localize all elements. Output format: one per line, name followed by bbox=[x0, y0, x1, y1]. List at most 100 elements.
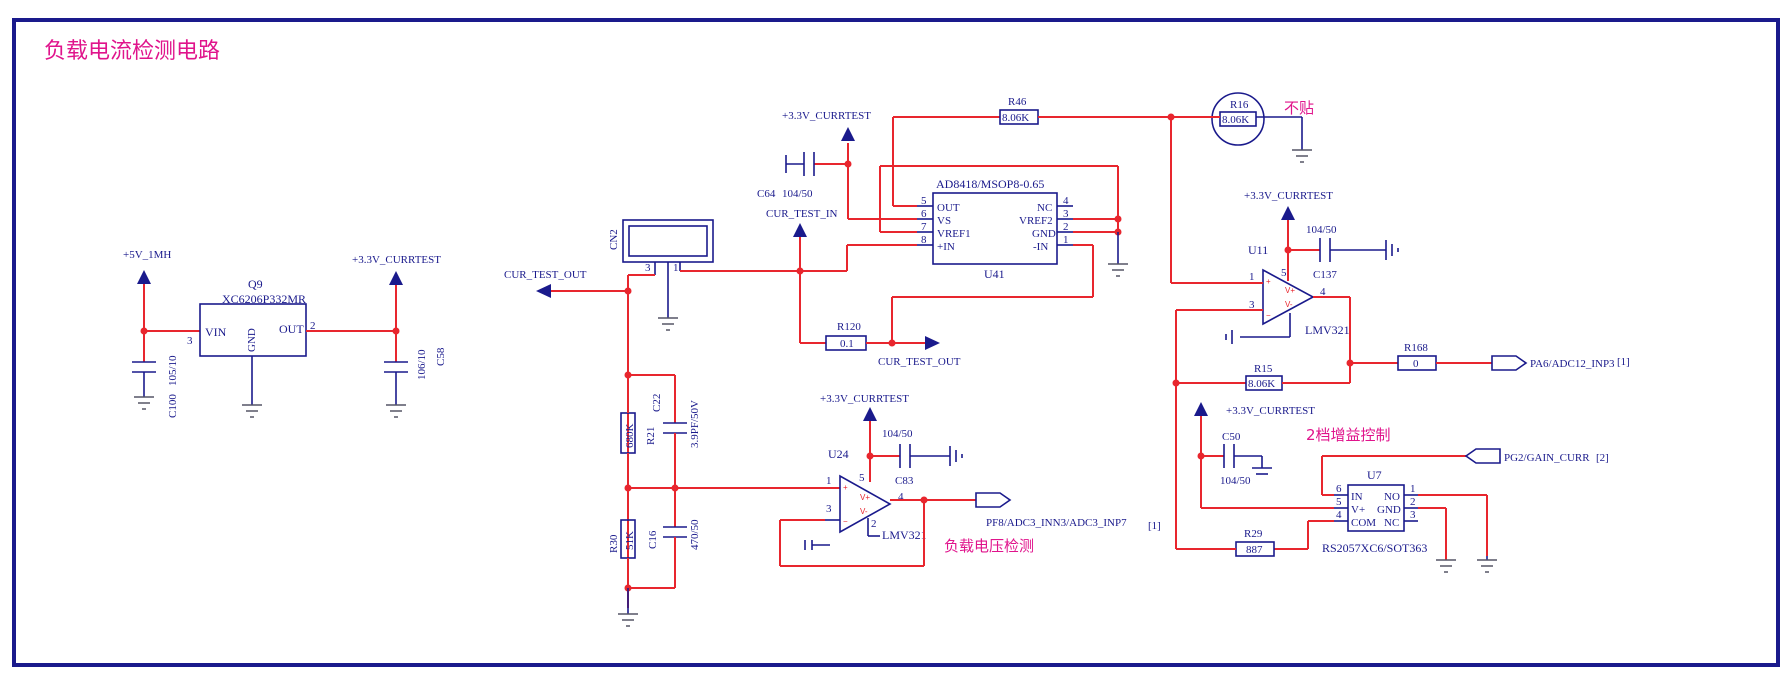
svg-text:−: − bbox=[843, 517, 848, 526]
u41-body bbox=[932, 192, 1058, 265]
svg-text:−: − bbox=[1266, 311, 1271, 320]
u7-pin-in: IN bbox=[1351, 491, 1363, 503]
pf8-ref: [1] bbox=[1148, 520, 1161, 532]
u7-block: 2档增益控制 +3.3V_CURRTEST C50 104/50 U7 RS20… bbox=[1176, 402, 1609, 573]
u11-block: + − V+ V- U11 LMV321 1 3 4 5 +3.3V_CURRT… bbox=[1170, 117, 1630, 549]
u11-body bbox=[1262, 268, 1315, 326]
c100-value: 105/10 bbox=[167, 355, 179, 386]
u7-pin-no: NO bbox=[1384, 491, 1400, 503]
u41-pin-gnd: GND bbox=[1032, 228, 1056, 240]
u11-p3: 3 bbox=[1249, 299, 1255, 311]
cur-test-in-label: CUR_TEST_IN bbox=[766, 208, 838, 220]
u11-p4: 4 bbox=[1320, 286, 1326, 298]
u41-n1: 1 bbox=[1063, 234, 1069, 246]
u41-pin-out: OUT bbox=[937, 202, 960, 214]
c50-ref: C50 bbox=[1222, 431, 1241, 443]
power-33-c50-arrow bbox=[1194, 402, 1208, 416]
r120-value: 0.1 bbox=[840, 338, 854, 350]
u24-p2: 2 bbox=[871, 518, 877, 530]
r168-value: 0 bbox=[1413, 358, 1419, 370]
u11-part: LMV321 bbox=[1305, 323, 1350, 337]
c137-ref: C137 bbox=[1313, 269, 1337, 281]
u7-n5: 5 bbox=[1336, 496, 1342, 508]
u41-pin-inn: -IN bbox=[1033, 241, 1048, 253]
u7-pin-com: COM bbox=[1351, 517, 1376, 529]
power-33-u11-arrow bbox=[1281, 206, 1295, 220]
u41-n6: 6 bbox=[921, 208, 927, 220]
power-5v-label: +5V_1MH bbox=[123, 249, 171, 261]
u24-p4: 4 bbox=[898, 491, 904, 503]
u7-ref: U7 bbox=[1367, 468, 1382, 482]
sheet-border bbox=[12, 18, 1780, 667]
cn2-block: CN2 3 1 CUR_TEST_OUT bbox=[504, 219, 800, 608]
u41-n2: 2 bbox=[1063, 221, 1069, 233]
u24-block: + − V+ V- U24 LMV321 1 3 4 5 2 PF8/ADC3_… bbox=[779, 393, 1161, 567]
cn2-pin3: 3 bbox=[645, 262, 651, 274]
q9-out: OUT bbox=[279, 322, 304, 336]
u41-n3: 3 bbox=[1063, 208, 1069, 220]
r21-value: 680K bbox=[624, 424, 636, 449]
r16-block: 8.06K R16 不贴 bbox=[1171, 92, 1314, 163]
pf8-label: PF8/ADC3_INN3/ADC3_INP7 bbox=[986, 517, 1127, 529]
c50-value: 104/50 bbox=[1220, 475, 1251, 487]
u41-n7: 7 bbox=[921, 221, 927, 233]
u41-pin-vref2: VREF2 bbox=[1019, 215, 1053, 227]
c22-ref: C22 bbox=[651, 394, 663, 412]
c64-ref: C64 bbox=[757, 188, 776, 200]
cn2-ref: CN2 bbox=[608, 229, 620, 250]
q9-ref: Q9 bbox=[248, 277, 263, 291]
r16-value: 8.06K bbox=[1222, 114, 1249, 126]
u7-part: RS2057XC6/SOT363 bbox=[1322, 541, 1427, 555]
cn2-inner bbox=[628, 225, 708, 257]
pg2-label: PG2/GAIN_CURR bbox=[1504, 452, 1590, 464]
pf8-port bbox=[975, 492, 1012, 508]
r15-value: 8.06K bbox=[1248, 378, 1275, 390]
u7-n6: 6 bbox=[1336, 483, 1342, 495]
r168-ref: R168 bbox=[1404, 342, 1428, 354]
u7-n1: 1 bbox=[1410, 483, 1416, 495]
svg-text:V+: V+ bbox=[1285, 286, 1295, 295]
u41-ref: U41 bbox=[984, 267, 1005, 281]
sheet-title: 负载电流检测电路 bbox=[44, 39, 220, 64]
u7-n2: 2 bbox=[1410, 496, 1416, 508]
u41-pin-nc: NC bbox=[1037, 202, 1052, 214]
u41-block: AD8418/MSOP8-0.65 U41 OUT VS VREF1 +IN N… bbox=[757, 96, 1175, 368]
u41-pin-vref1: VREF1 bbox=[937, 228, 971, 240]
cur-test-out-r120-label: CUR_TEST_OUT bbox=[878, 356, 961, 368]
u24-p3: 3 bbox=[826, 503, 832, 515]
svg-text:V+: V+ bbox=[860, 493, 870, 502]
svg-text:+: + bbox=[843, 483, 848, 492]
divider-block: 680K R21 C22 3.9PF/50V 51K R30 C16 470/5… bbox=[608, 371, 840, 627]
cur-test-out-r120-arrow bbox=[925, 336, 940, 350]
power-33-q9-arrow bbox=[389, 271, 403, 285]
c58-ref: C58 bbox=[435, 347, 447, 366]
power-33-u24-label: +3.3V_CURRTEST bbox=[820, 393, 909, 405]
r29-value: 887 bbox=[1246, 544, 1263, 556]
c100-ref: C100 bbox=[167, 394, 179, 418]
u24-part: LMV321 bbox=[882, 528, 927, 542]
pa6-port bbox=[1491, 355, 1528, 371]
u7-n4: 4 bbox=[1336, 509, 1342, 521]
u41-pin-inp: +IN bbox=[937, 241, 955, 253]
c64-value: 104/50 bbox=[782, 188, 813, 200]
r16-body bbox=[1219, 111, 1257, 127]
c22-value: 3.9PF/50V bbox=[689, 400, 701, 448]
q9-gnd: GND bbox=[246, 328, 258, 352]
r30-value: 51K bbox=[624, 531, 636, 550]
r120-ref: R120 bbox=[837, 321, 861, 333]
u7-n3: 3 bbox=[1410, 509, 1416, 521]
c83-ref: C83 bbox=[895, 475, 914, 487]
cur-test-out-left-arrow bbox=[536, 284, 551, 298]
u24-body bbox=[839, 474, 892, 534]
c83-value: 104/50 bbox=[882, 428, 913, 440]
ldo-block: +5V_1MH C100 105/10 Q9 XC6206P332MR VIN … bbox=[123, 249, 447, 418]
u7-pin-nc: NC bbox=[1384, 517, 1399, 529]
gnd-symbol bbox=[134, 396, 154, 410]
power-33-c50-label: +3.3V_CURRTEST bbox=[1226, 405, 1315, 417]
c137-value: 104/50 bbox=[1306, 224, 1337, 236]
q9-pin-out: 2 bbox=[310, 320, 316, 332]
r46-ref: R46 bbox=[1008, 96, 1027, 108]
u11-ref: U11 bbox=[1248, 243, 1268, 257]
u24-p1: 1 bbox=[826, 475, 832, 487]
